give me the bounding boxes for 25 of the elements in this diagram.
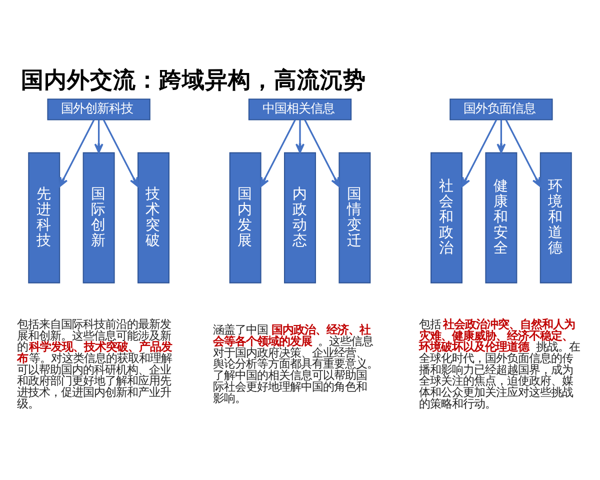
node-box: 国情变迁 xyxy=(338,152,371,283)
arrow xyxy=(94,119,104,153)
label: 包括来自国际科技前沿的最新发展和创新。这些信息可能涉及新的科学发现、技术突破、产品发布等。对这类信息的获取和理解可以帮助国内的科研机构、企业和政府部门更好地了解和应用先进技术，促进国内创新和产业升级。 xyxy=(16,316,172,410)
node-box: 中国相关信息 xyxy=(248,98,352,120)
arrow xyxy=(461,119,498,187)
node-box: 国际创新 xyxy=(82,152,115,283)
arrow xyxy=(102,119,139,187)
node-box: 国内发展 xyxy=(229,152,262,283)
node-box: 环境和道德 xyxy=(540,152,572,283)
arrow xyxy=(295,119,305,153)
node-box: 国外创新科技 xyxy=(47,98,150,120)
label: 包括社会政治冲突、自然和人为灾难、健康威胁、经济不稳定、环境破坏以及伦理道德挑战。在全球化时代，国外负面信息的传播和影响力已经超越国界，成为全球关注的焦点，迫使政府、媒体和公众更加关注应对这些挑战的策略和行动。 xyxy=(419,316,580,410)
node-box: 内政动态 xyxy=(284,152,316,283)
diagram-title: 国内外交流：跨域异构，高流沉势 xyxy=(20,66,366,93)
node-box: 技术突破 xyxy=(138,152,170,283)
arrow xyxy=(260,119,296,187)
node-box: 先进科技 xyxy=(28,152,60,283)
arrow xyxy=(59,119,95,187)
arrow xyxy=(505,119,541,187)
node-box: 社会和政治 xyxy=(430,152,462,283)
arrow xyxy=(304,119,340,187)
node-box: 国外负面信息 xyxy=(450,98,553,120)
label: 涵盖了中国国内政治、经济、社会等各个领域的发展。这些信息对于国内政府决策、企业经营、舆论分析等方面都具有重要意义。了解中国的相关信息可以帮助国际社会更好地理解中国的角色和影响。 xyxy=(212,322,378,404)
node-box: 健康和安全 xyxy=(485,152,518,283)
arrow xyxy=(496,119,506,153)
